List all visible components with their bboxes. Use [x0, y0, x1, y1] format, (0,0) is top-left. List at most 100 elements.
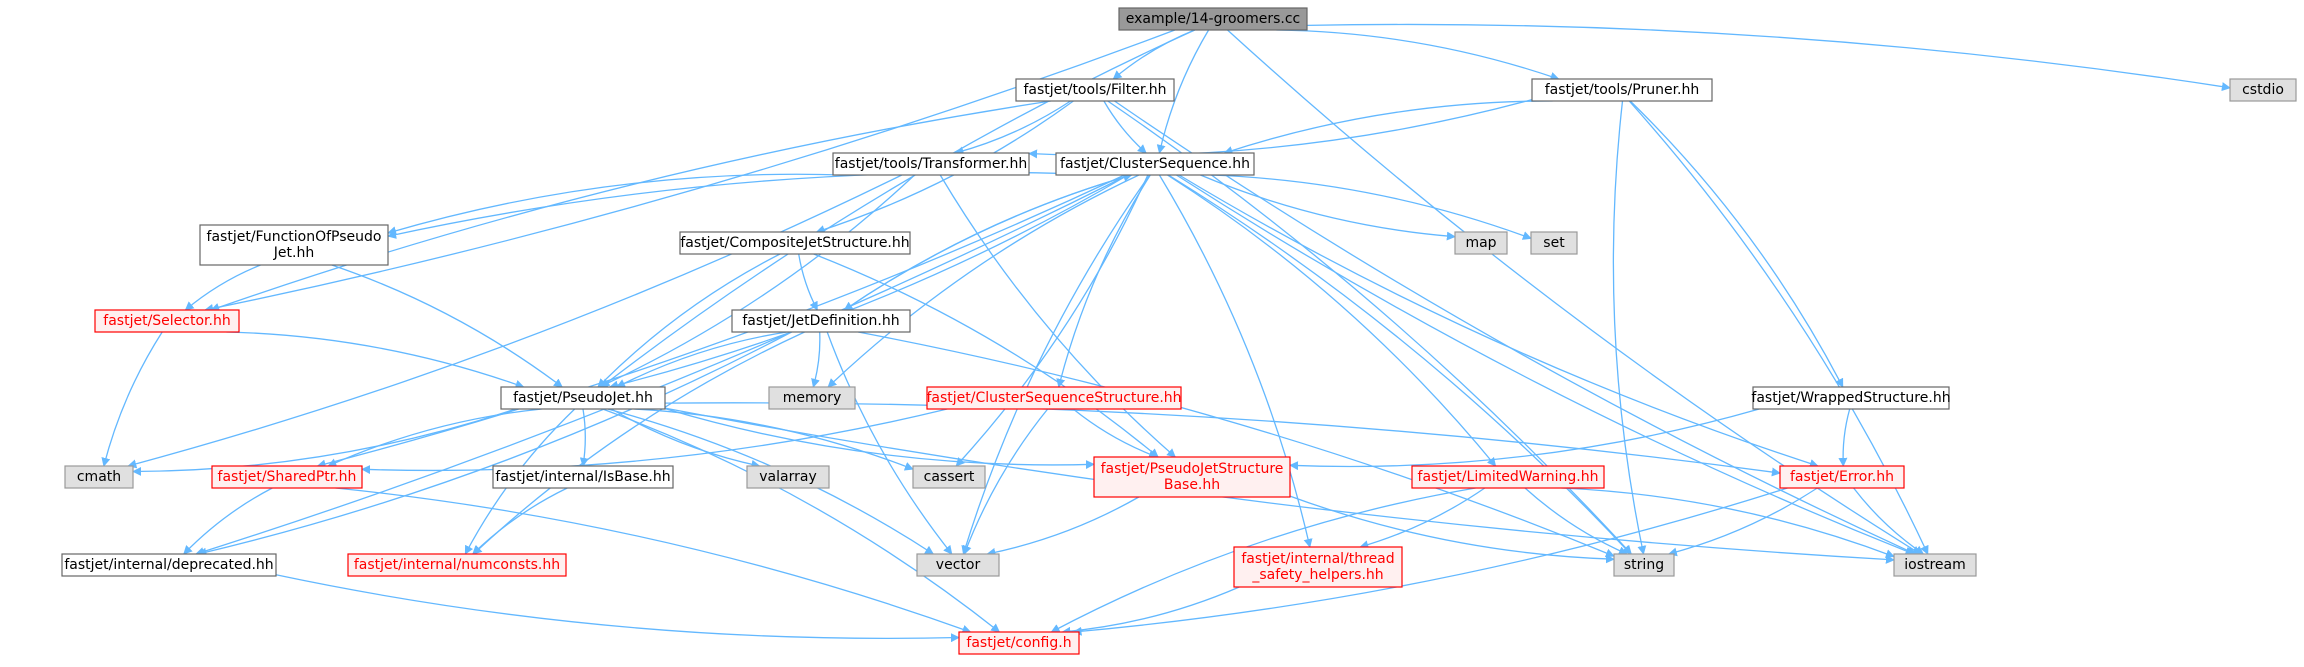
edge-clusterseq-to-limitedwarn — [1167, 174, 1497, 467]
edge-wrapped-to-error — [1838, 408, 1851, 467]
edge-pseudojet-to-isbase — [579, 408, 589, 467]
edge-pseudojet-to-cmath — [132, 408, 516, 476]
node-box — [61, 553, 277, 577]
node-box — [1093, 456, 1291, 498]
node-isbase[interactable]: fastjet/internal/IsBase.hh — [492, 465, 674, 489]
node-box — [1118, 7, 1308, 31]
node-vector: vector — [916, 553, 1000, 577]
node-label: set — [1543, 235, 1565, 251]
node-compositejs[interactable]: fastjet/CompositeJetStructure.hh — [679, 231, 911, 255]
node-jetdef[interactable]: fastjet/JetDefinition.hh — [731, 309, 911, 333]
edge-deprecated-to-config — [275, 574, 960, 643]
edge-clusterseq-to-csstructure — [1056, 174, 1151, 388]
node-limitedwarn[interactable]: fastjet/LimitedWarning.hh — [1411, 465, 1605, 489]
node-box — [746, 465, 830, 489]
node-sharedptr[interactable]: fastjet/SharedPtr.hh — [211, 465, 363, 489]
edge-clusterseq-to-pseudojet — [609, 174, 1129, 390]
node-error[interactable]: fastjet/Error.hh — [1779, 465, 1905, 489]
node-transformer[interactable]: fastjet/tools/Transformer.hh — [832, 152, 1030, 176]
edge-root-to-pruner — [1276, 29, 1560, 81]
edge-transformer-to-pjsbase — [939, 174, 1176, 458]
edge-filter-to-selector — [210, 100, 1051, 312]
node-wrapped[interactable]: fastjet/WrappedStructure.hh — [1751, 386, 1951, 410]
edge-clusterseq-to-vector — [961, 174, 1151, 555]
node-iostream: iostream — [1893, 553, 1977, 577]
node-box — [2229, 78, 2297, 102]
node-label: vector — [936, 557, 981, 573]
edge-pseudojet-to-cassert — [633, 408, 914, 471]
node-label: fastjet/config.h — [966, 635, 1071, 651]
node-set: set — [1530, 231, 1578, 255]
node-filter[interactable]: fastjet/tools/Filter.hh — [1015, 78, 1175, 102]
edge-sharedptr-to-config — [335, 487, 972, 634]
node-label: fastjet/internal/thread — [1241, 551, 1394, 567]
edge-root-to-cstdio — [1306, 23, 2231, 92]
node-box — [199, 224, 389, 266]
node-pseudojet[interactable]: fastjet/PseudoJet.hh — [500, 386, 666, 410]
edge-pruner-to-wrapped — [1629, 100, 1844, 388]
edge-transformer-to-funcofpj — [387, 173, 845, 236]
edge-root-to-clusterseq — [1156, 29, 1210, 154]
edge-limitedwarn-to-string — [1524, 487, 1628, 555]
edge-clusterseq-to-sharedptr — [316, 174, 1125, 469]
node-label: cstdio — [2242, 82, 2284, 98]
edge-limitedwarn-to-config — [1050, 487, 1476, 633]
edge-threadsafe-to-config — [1061, 586, 1240, 636]
node-numconsts[interactable]: fastjet/internal/numconsts.hh — [347, 553, 567, 577]
node-label: fastjet/Error.hh — [1790, 469, 1894, 485]
node-label: fastjet/JetDefinition.hh — [742, 313, 899, 329]
node-box — [926, 386, 1182, 410]
node-box — [1055, 152, 1255, 176]
edge-compositejs-to-pseudojet — [597, 253, 781, 388]
edge-jetdef-to-pseudojet — [616, 331, 788, 388]
node-label: fastjet/PseudoJet.hh — [513, 390, 653, 406]
node-label: example/14-groomers.cc — [1126, 11, 1300, 27]
edge-root-to-pseudojet — [600, 29, 1195, 388]
node-box — [958, 631, 1080, 655]
node-config[interactable]: fastjet/config.h — [958, 631, 1080, 655]
node-label: valarray — [759, 469, 816, 485]
node-box — [347, 553, 567, 577]
node-box — [1531, 78, 1713, 102]
edge-clusterseq-to-map — [1200, 174, 1456, 241]
edge-isbase-to-numconsts — [472, 487, 568, 555]
node-pruner[interactable]: fastjet/tools/Pruner.hh — [1531, 78, 1713, 102]
edge-jetdef-to-vector — [826, 331, 953, 555]
node-label: iostream — [1904, 557, 1966, 573]
edge-clusterseq-to-error — [1178, 174, 1819, 468]
edge-transformer-to-cmath — [127, 174, 903, 469]
node-box — [64, 465, 134, 489]
edge-transformer-to-pseudojet — [598, 174, 916, 388]
edge-clusterseq-to-string — [1168, 174, 1632, 555]
node-label: fastjet/tools/Transformer.hh — [835, 156, 1027, 172]
edge-filter-to-transformer — [954, 100, 1071, 156]
edge-pseudojet-to-iostream — [664, 407, 1895, 564]
node-label: fastjet/CompositeJetStructure.hh — [680, 235, 909, 251]
node-label: fastjet/Selector.hh — [103, 313, 230, 329]
node-selector[interactable]: fastjet/Selector.hh — [94, 309, 240, 333]
node-deprecated[interactable]: fastjet/internal/deprecated.hh — [61, 553, 277, 577]
node-threadsafe[interactable]: fastjet/internal/thread_safety_helpers.h… — [1233, 546, 1403, 588]
edge-csstructure-to-vector — [962, 408, 1049, 555]
node-label: cmath — [77, 469, 121, 485]
edge-pseudojet-to-config — [602, 408, 1001, 633]
node-label: _safety_helpers.hh — [1251, 567, 1383, 583]
node-label: fastjet/ClusterSequenceStructure.hh — [926, 390, 1181, 406]
node-root[interactable]: example/14-groomers.cc — [1118, 7, 1308, 31]
node-label: string — [1624, 557, 1664, 573]
edge-limitedwarn-to-threadsafe — [1359, 487, 1486, 550]
node-box — [916, 553, 1000, 577]
node-clusterseq[interactable]: fastjet/ClusterSequence.hh — [1055, 152, 1255, 176]
node-label: fastjet/tools/Filter.hh — [1023, 82, 1166, 98]
node-label: memory — [783, 390, 842, 406]
edge-clusterseq-to-cassert — [955, 174, 1149, 467]
edge-sharedptr-to-deprecated — [183, 487, 273, 555]
node-label: Jet.hh — [273, 245, 314, 261]
node-box — [679, 231, 911, 255]
node-csstructure[interactable]: fastjet/ClusterSequenceStructure.hh — [926, 386, 1182, 410]
node-valarray: valarray — [746, 465, 830, 489]
edge-filter-to-compositejs — [815, 100, 1074, 234]
node-label: fastjet/SharedPtr.hh — [218, 469, 357, 485]
